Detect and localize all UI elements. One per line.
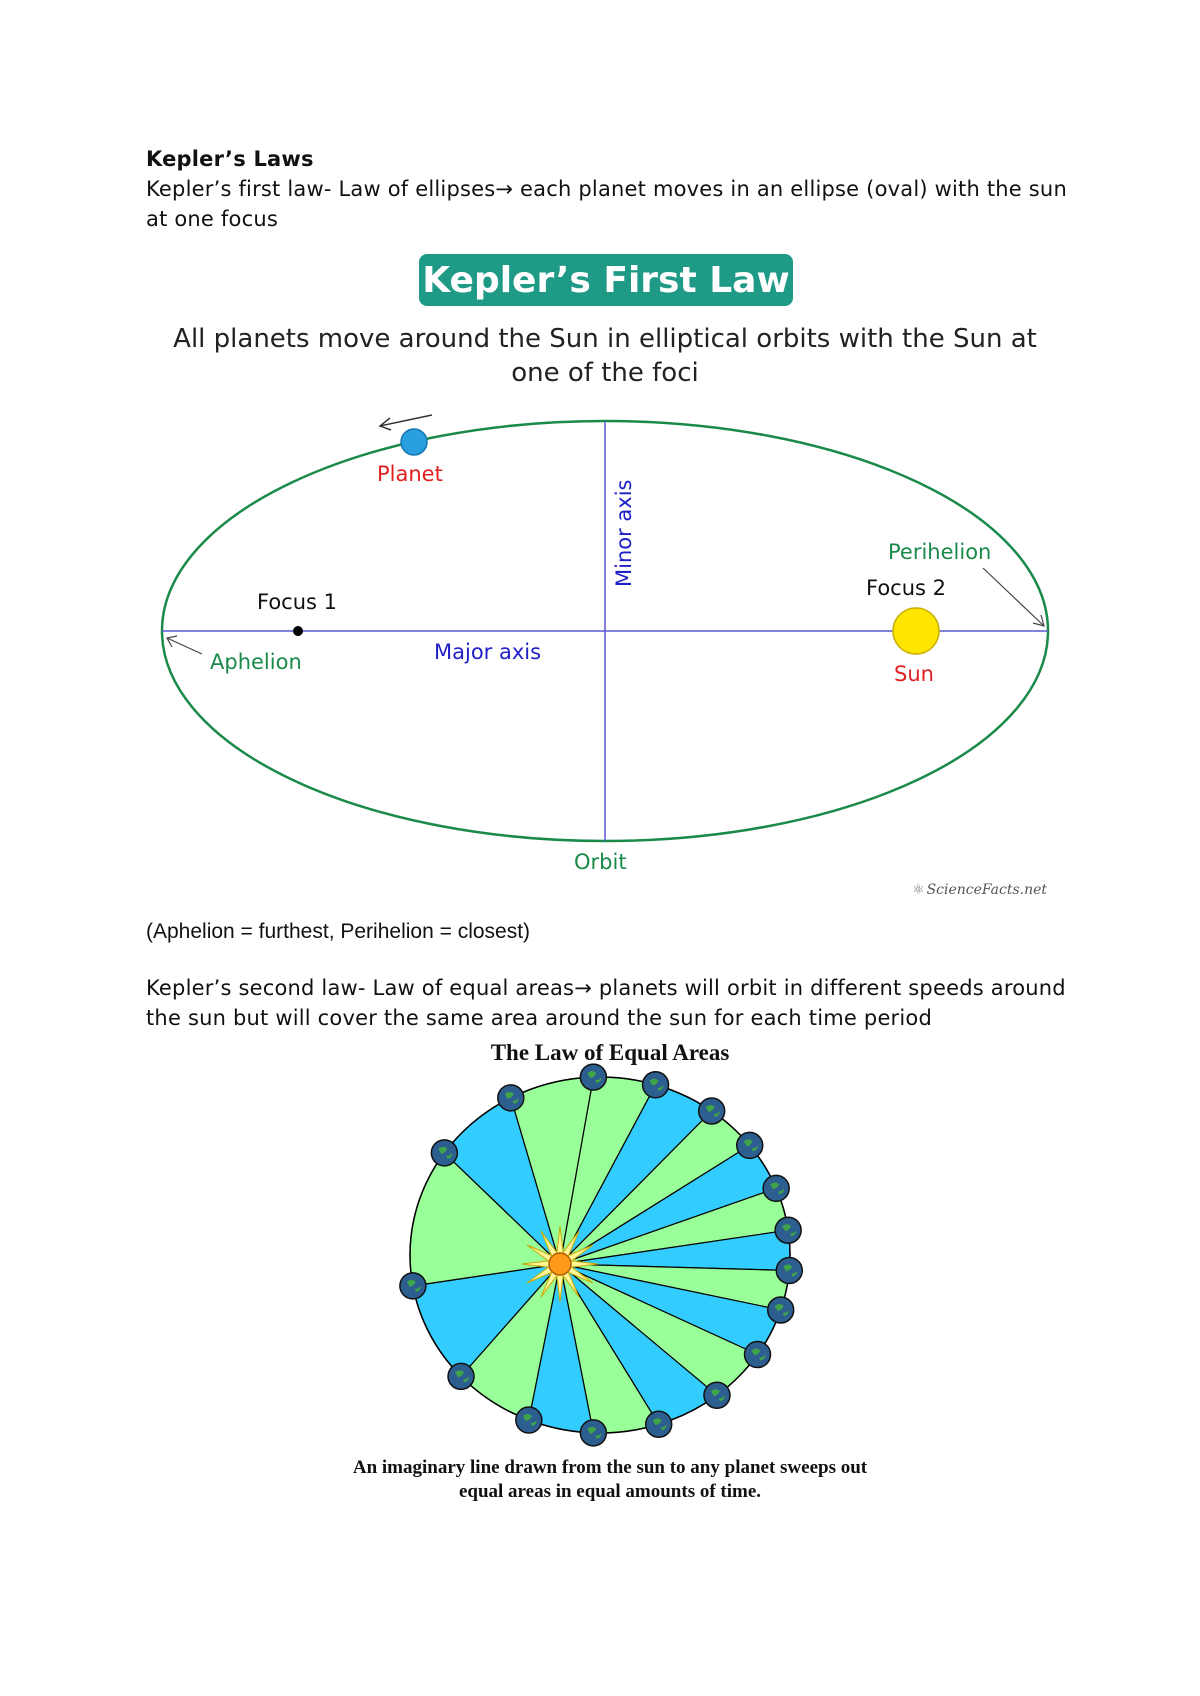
sun-label: Sun xyxy=(894,662,934,686)
perihelion-pointer xyxy=(982,567,1045,627)
earth-planet-icon xyxy=(497,1084,525,1112)
atom-logo-icon: ⚛ xyxy=(912,882,925,898)
earth-planet-icon xyxy=(766,1296,795,1324)
earth-planet-icon xyxy=(515,1406,543,1434)
aphelion-label: Aphelion xyxy=(210,650,302,674)
earth-planet-icon xyxy=(774,1216,802,1244)
earth-planet-icon xyxy=(697,1097,726,1125)
earth-planet-icon xyxy=(762,1174,790,1203)
document-heading: Kepler’s Laws xyxy=(146,147,314,171)
focus2-label: Focus 2 xyxy=(866,576,947,600)
planet-label: Planet xyxy=(377,462,443,486)
focus1-dot xyxy=(293,626,303,636)
second-law-paragraph: Kepler’s second law- Law of equal areas→… xyxy=(146,976,1066,1030)
aphelion-pointer xyxy=(166,635,203,655)
sun-circle xyxy=(892,607,940,655)
first-law-subtitle: All planets move around the Sun in ellip… xyxy=(173,324,1037,388)
planet-motion-arrow xyxy=(378,414,433,431)
aphelion-perihelion-note: (Aphelion = furthest, Perihelion = close… xyxy=(146,920,531,943)
first-law-paragraph: Kepler’s first law- Law of ellipses→ eac… xyxy=(146,177,1067,231)
major-axis-label: Major axis xyxy=(434,640,542,664)
earth-planet-icon xyxy=(579,1063,608,1091)
equal-areas-diagram xyxy=(399,1063,804,1447)
earth-planet-icon xyxy=(775,1256,804,1285)
earth-planet-icon xyxy=(703,1381,731,1410)
focus1-label: Focus 1 xyxy=(257,590,338,614)
planet-circle xyxy=(400,428,428,456)
earth-planet-icon xyxy=(735,1131,764,1160)
earth-planet-icon xyxy=(447,1362,475,1391)
minor-axis-label: Minor axis xyxy=(612,479,636,588)
first-law-banner: Kepler’s First Law xyxy=(419,254,793,306)
perihelion-label: Perihelion xyxy=(888,540,992,564)
earth-planet-icon xyxy=(430,1139,459,1167)
earth-planet-icon xyxy=(743,1340,772,1369)
equal-areas-caption: An imaginary line drawn from the sun to … xyxy=(352,1457,868,1502)
orbit-label: Orbit xyxy=(574,850,627,874)
credit-text: ScienceFacts.net xyxy=(926,882,1048,898)
earth-planet-icon xyxy=(644,1410,673,1439)
earth-planet-icon xyxy=(399,1272,427,1300)
earth-planet-icon xyxy=(641,1071,670,1099)
equal-areas-title: The Law of Equal Areas xyxy=(490,1040,730,1065)
equal-areas-sun xyxy=(548,1252,572,1276)
sciencefacts-credit: ⚛ScienceFacts.net xyxy=(912,882,1047,898)
earth-planet-icon xyxy=(579,1419,608,1447)
